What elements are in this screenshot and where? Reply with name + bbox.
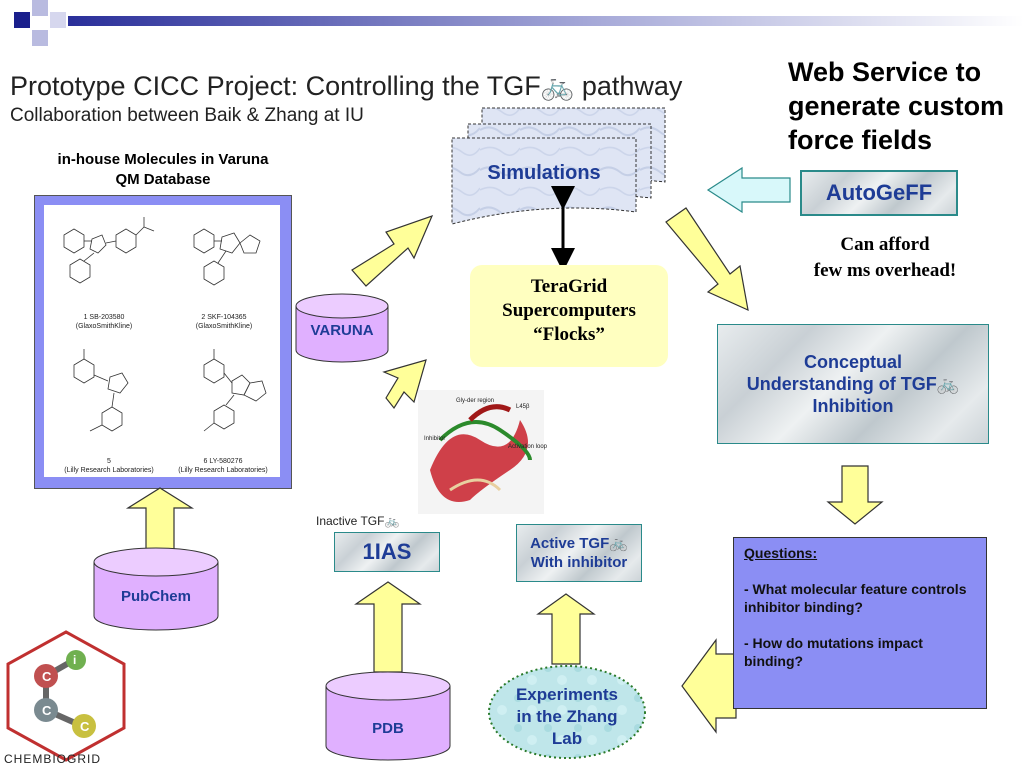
pdb-cylinder	[325, 671, 451, 761]
molecule-drawings	[63, 217, 267, 432]
pdb-label: PDB	[372, 720, 404, 737]
molecule-ring	[115, 228, 137, 254]
logo-letter: C	[80, 719, 90, 734]
molecule-number: 2 SKF-104365	[201, 314, 247, 321]
teragrid-line: TeraGrid	[530, 276, 608, 297]
square-decoration	[32, 0, 48, 16]
protein-structure-image	[418, 390, 544, 514]
logo-atom	[66, 650, 86, 670]
inactive-tgf-label: Inactive TGF🚲	[316, 514, 400, 528]
arrow-protein-to-varuna	[382, 359, 427, 410]
arrow-experiments-up	[536, 593, 596, 665]
varuna-label: VARUNA	[310, 322, 374, 339]
arrow-pdb-up	[354, 581, 422, 673]
molecule-source: (Lilly Research Laboratories)	[64, 467, 154, 474]
molecule-number: 5	[107, 458, 111, 465]
questions-box: Questions: - What molecular feature cont…	[733, 537, 987, 709]
ias-box: 1IAS	[334, 532, 440, 572]
arrow-simulations-to-conceptual	[665, 207, 749, 312]
molecule-ring	[69, 258, 91, 284]
question-item: - What molecular feature controls inhibi…	[744, 581, 967, 615]
simulations-doc	[451, 137, 637, 225]
active-line: Active TGF🚲	[530, 535, 628, 552]
square-decoration	[14, 12, 30, 28]
arrow-autogeff-to-simulations	[706, 166, 791, 214]
molecule-caption: 2 SKF-104365 (GlaxoSmithKline)	[174, 313, 274, 331]
protein-label: Inhibitor	[424, 436, 445, 442]
molecule-caption: 1 SB-203580 (GlaxoSmithKline)	[54, 313, 154, 331]
molecule-ring	[243, 380, 267, 402]
arrow-questions-left	[681, 638, 737, 734]
pubchem-cylinder	[93, 547, 219, 631]
logo-atom	[34, 698, 58, 722]
molecule-caption: 6 LY-580276 (Lilly Research Laboratories…	[168, 457, 278, 475]
arrow-varuna-to-simulations	[351, 214, 434, 287]
experiments-label: Experiments in the Zhang Lab	[496, 684, 638, 750]
simulations-stack	[451, 107, 666, 225]
web-service-line: force fields	[788, 125, 933, 155]
conceptual-line: Inhibition	[812, 396, 894, 416]
header-decoration	[14, 0, 1024, 46]
varuna-cylinder	[295, 293, 389, 363]
molecule-ring	[63, 228, 85, 254]
active-line: With inhibitor	[530, 554, 628, 571]
afford-note: Can afford few ms overhead!	[790, 232, 980, 284]
logo-letter: C	[42, 669, 52, 684]
experiments-ellipse	[488, 665, 646, 759]
molecule-source: (GlaxoSmithKline)	[195, 323, 253, 330]
active-tgf-box: Active TGF🚲 With inhibitor	[516, 524, 642, 582]
pubchem-label: PubChem	[120, 588, 191, 605]
protein-label: Gly-der region	[456, 398, 494, 404]
molecule-ring	[193, 228, 215, 254]
conceptual-box: Conceptual Understanding of TGF🚲 Inhibit…	[717, 324, 989, 444]
square-decoration	[32, 30, 48, 46]
web-service-title: Web Service to generate custom force fie…	[788, 55, 1024, 157]
molecule-ring	[89, 234, 107, 254]
web-service-line: generate custom	[788, 91, 1005, 121]
molecules-header: in-house Molecules in Varuna QM Database	[28, 150, 298, 190]
molecule-number: 1 SB-203580	[83, 314, 125, 321]
protein-label: Activation loop	[508, 444, 548, 450]
conceptual-line: Conceptual	[803, 352, 902, 372]
logo-letter: i	[73, 653, 76, 667]
autogeff-box: AutoGeFF	[800, 170, 958, 216]
molecule-source: (GlaxoSmithKline)	[75, 323, 133, 330]
afford-line: few ms overhead!	[813, 260, 957, 281]
molecule-ring	[107, 372, 129, 394]
teragrid-box: TeraGrid Supercomputers “Flocks”	[470, 265, 668, 367]
page-subtitle: Collaboration between Baik & Zhang at IU	[10, 105, 364, 126]
simulations-label: Simulations	[487, 162, 601, 184]
molecule-number: 6 LY-580276	[203, 458, 243, 465]
afford-line: Can afford	[840, 234, 930, 255]
molecule-caption: 5 (Lilly Research Laboratories)	[54, 457, 164, 475]
molecules-header-line: in-house Molecules in Varuna	[57, 151, 269, 168]
teragrid-line: “Flocks”	[533, 324, 605, 345]
molecule-structures: 1 SB-203580 (GlaxoSmithKline) 2 SKF-1043…	[44, 205, 280, 477]
molecule-ring	[203, 260, 225, 286]
teragrid-line: Supercomputers	[502, 300, 636, 321]
experiments-line: Lab	[551, 729, 583, 748]
molecule-ring	[219, 232, 241, 254]
experiments-line: in the Zhang	[516, 707, 618, 726]
page-title: Prototype CICC Project: Controlling the …	[10, 71, 683, 101]
arrow-conceptual-down	[826, 465, 884, 525]
header-bar	[68, 16, 1024, 26]
logo-letter: C	[42, 703, 52, 718]
logo-label: CHEMBIOGRID	[4, 752, 102, 766]
questions-heading: Questions:	[744, 545, 818, 561]
experiments-line: Experiments	[515, 685, 619, 704]
molecule-source: (Lilly Research Laboratories)	[178, 467, 268, 474]
logo-atom	[34, 664, 58, 688]
protein-label: L45β	[516, 404, 530, 410]
chembiogrid-logo: C i C C	[6, 630, 126, 762]
molecules-header-line: QM Database	[115, 171, 211, 188]
conceptual-line: Understanding of TGF🚲	[746, 374, 960, 394]
web-service-line: Web Service to	[788, 57, 982, 87]
molecule-ring	[239, 234, 261, 254]
square-decoration	[50, 12, 66, 28]
question-item: - How do mutations impact binding?	[744, 635, 923, 669]
logo-atom	[72, 714, 96, 738]
